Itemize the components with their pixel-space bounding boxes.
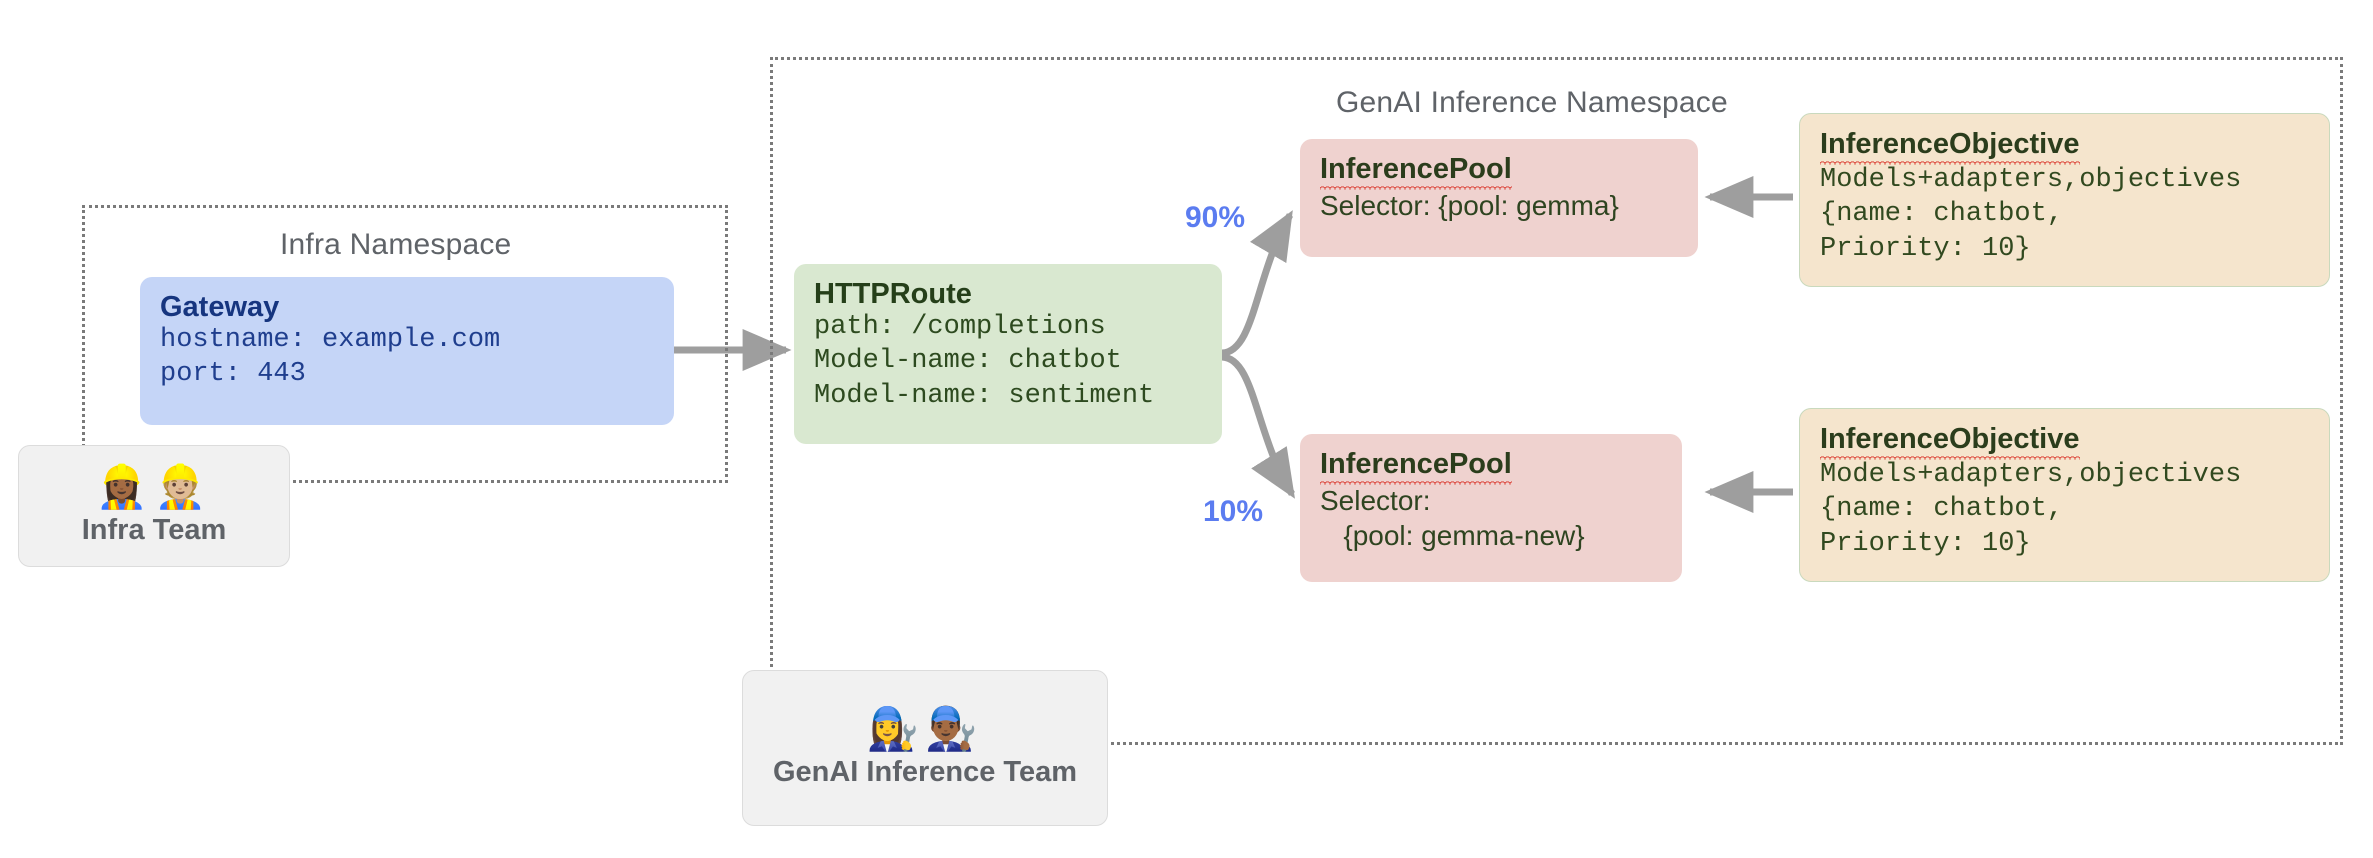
node-gateway[interactable]: Gateway hostname: example.com port: 443 xyxy=(140,277,674,425)
infra-team-people-icon: 👷🏾‍♀️👷🏼 xyxy=(95,462,213,510)
infra-team-label: Infra Team xyxy=(81,513,227,546)
node-gateway-line-2: port: 443 xyxy=(160,359,306,390)
genai-team-label: GenAI Inference Team xyxy=(772,755,1078,788)
node-httproute-line-3: Model-name: sentiment xyxy=(814,380,1155,411)
node-inferenceobjective-top-line-2: {name: chatbot, xyxy=(1820,199,2064,230)
namespace-infra-title: Infra Namespace xyxy=(280,228,512,261)
node-inferenceobjective-bottom[interactable]: InferenceObjective Models+adapters,objec… xyxy=(1799,408,2330,582)
node-inferenceobjective-bottom-line-3: Priority: 10} xyxy=(1820,528,2031,559)
node-httproute-line-2: Model-name: chatbot xyxy=(814,346,1122,377)
node-httproute-title: HTTPRoute xyxy=(814,278,972,310)
node-inferenceobjective-bottom-line-1: Models+adapters,objectives xyxy=(1820,460,2242,491)
namespace-genai xyxy=(770,57,2343,745)
namespace-genai-title: GenAI Inference Namespace xyxy=(1336,86,1728,119)
node-inferencepool-gemma-new-line-2: {pool: gemma-new} xyxy=(1320,519,1585,551)
node-inferencepool-gemma-title: InferencePool xyxy=(1320,153,1512,192)
team-card-genai[interactable]: 👩‍🔧👨🏾‍🔧 GenAI Inference Team xyxy=(742,670,1108,826)
node-inferencepool-gemma-new-title: InferencePool xyxy=(1320,448,1512,487)
traffic-split-label-top: 90% xyxy=(1185,201,1246,234)
node-inferencepool-gemma-line-1: Selector: {pool: gemma} xyxy=(1320,190,1619,222)
traffic-split-label-bottom: 10% xyxy=(1203,495,1264,528)
node-httproute-line-1: path: /completions xyxy=(814,312,1106,343)
node-inferenceobjective-top-line-3: Priority: 10} xyxy=(1820,233,2031,264)
node-inferenceobjective-top-line-1: Models+adapters,objectives xyxy=(1820,165,2242,196)
genai-team-people-icon: 👩‍🔧👨🏾‍🔧 xyxy=(866,704,984,752)
node-inferenceobjective-bottom-line-2: {name: chatbot, xyxy=(1820,494,2064,525)
node-inferencepool-gemma-new[interactable]: InferencePool Selector: {pool: gemma-new… xyxy=(1300,434,1682,582)
node-gateway-title: Gateway xyxy=(160,291,280,323)
node-gateway-line-1: hostname: example.com xyxy=(160,325,501,356)
team-card-infra[interactable]: 👷🏾‍♀️👷🏼 Infra Team xyxy=(18,445,290,567)
node-inferenceobjective-bottom-title: InferenceObjective xyxy=(1820,423,2080,462)
node-inferencepool-gemma-new-line-1: Selector: xyxy=(1320,485,1431,517)
node-inferenceobjective-top[interactable]: InferenceObjective Models+adapters,objec… xyxy=(1799,113,2330,287)
node-httproute[interactable]: HTTPRoute path: /completions Model-name:… xyxy=(794,264,1222,444)
namespace-infra xyxy=(82,205,728,483)
node-inferencepool-gemma[interactable]: InferencePool Selector: {pool: gemma} xyxy=(1300,139,1698,257)
node-inferenceobjective-top-title: InferenceObjective xyxy=(1820,128,2080,167)
